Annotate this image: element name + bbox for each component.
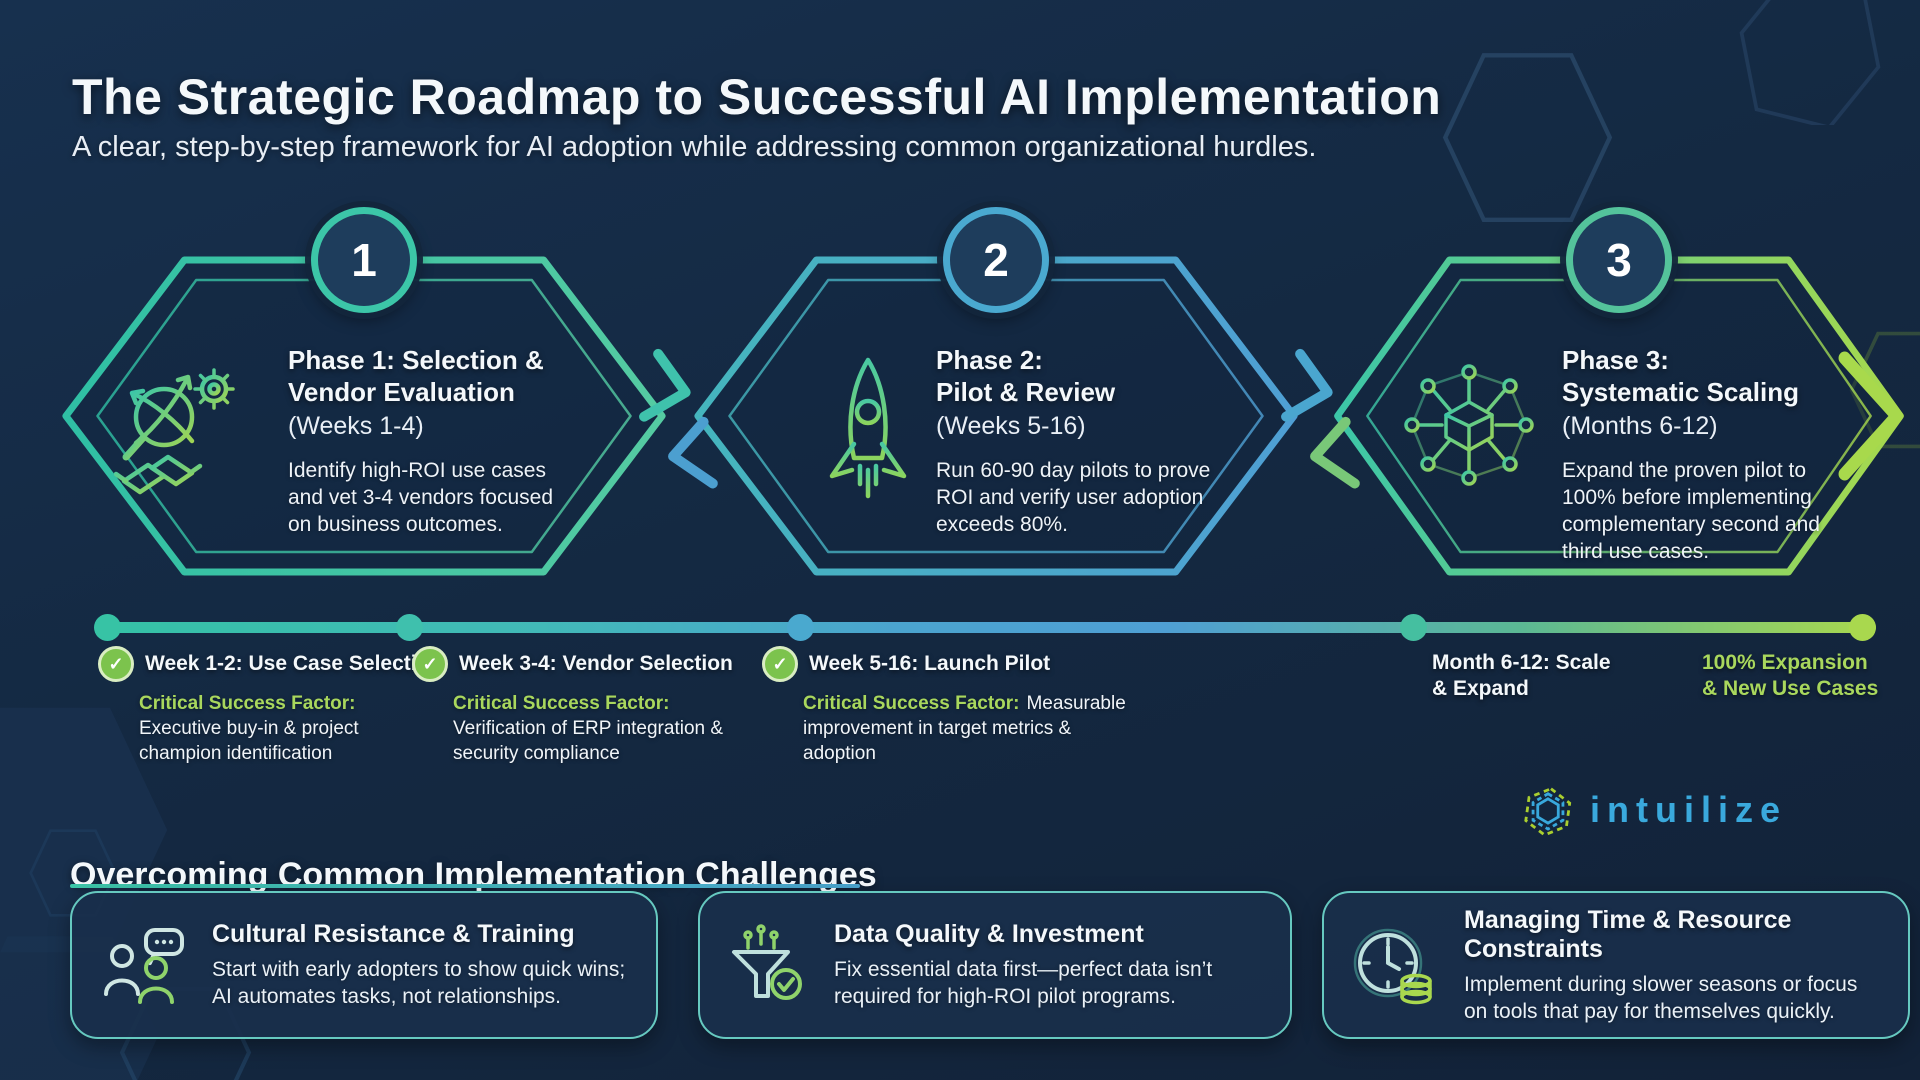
phase-number: 2: [983, 234, 1009, 286]
page-title: The Strategic Roadmap to Successful AI I…: [72, 68, 1442, 125]
phase-1-number-badge: 1: [311, 207, 417, 313]
rocket-icon: [829, 357, 907, 499]
timeline-dot: [1400, 614, 1427, 641]
phase-timeframe: (Weeks 5-16): [936, 412, 1086, 440]
phase-title: Phase 3: Systematic Scaling: [1562, 344, 1877, 408]
milestone-100-expansion: 100% Expansion & New Use Cases: [1702, 650, 1887, 702]
phase-3-text: Phase 3: Systematic Scaling (Months 6-12…: [1562, 344, 1877, 565]
hexagon-decoration: [1739, 0, 1881, 125]
phase-2-number-badge: 2: [943, 207, 1049, 313]
phase-title-line: Phase 1: Selection &: [288, 345, 544, 375]
milestone-label: Week 5-16: Launch Pilot: [809, 652, 1051, 675]
csf-text: Measurable improvement in target metrics…: [803, 693, 1126, 764]
phase-3-hexagon-outline: [1334, 256, 1904, 576]
check-icon: ✓: [412, 646, 448, 682]
check-icon: ✓: [762, 646, 798, 682]
clock-coins-icon: [1353, 928, 1432, 1005]
timeline-dot: [94, 614, 121, 641]
phase-title-line: Pilot & Review: [936, 377, 1116, 407]
people-conversation-icon: [104, 928, 184, 1004]
card-text: Managing Time & Resource Constraints Imp…: [1464, 906, 1880, 1025]
phase-number: 1: [351, 234, 377, 286]
cycle-arrows-icon: [639, 348, 718, 489]
timeline-dot: [1849, 614, 1876, 641]
card-title: Cultural Resistance & Training: [212, 920, 575, 948]
page-subtitle: A clear, step-by-step framework for AI a…: [72, 131, 1317, 163]
milestone-week-5-16: ✓ Week 5-16: Launch Pilot Critical Succe…: [762, 646, 1133, 766]
card-title: Managing Time & Resource Constraints: [1464, 905, 1792, 963]
csf-text: Executive buy-in & project champion iden…: [139, 718, 359, 764]
challenge-card-time-resources: Managing Time & Resource Constraints Imp…: [1322, 891, 1910, 1039]
phase-1-hexagon-outline: [62, 256, 666, 576]
csf-text: Verification of ERP integration & securi…: [453, 718, 724, 764]
milestone-month-6-12: Month 6-12: Scale & Expand: [1432, 650, 1627, 702]
card-description: Fix essential data first—perfect data is…: [834, 958, 1213, 1008]
cycle-arrows-icon: [1281, 348, 1360, 489]
challenges-heading: Overcoming Common Implementation Challen…: [70, 856, 877, 895]
magnifier-gear-handshake-icon: [114, 368, 235, 495]
card-text: Data Quality & Investment Fix essential …: [834, 920, 1262, 1010]
hexagon-network-logo-icon: [1524, 787, 1572, 837]
phase-title-line: Systematic Scaling: [1562, 377, 1799, 407]
phase-title-line: Vendor Evaluation: [288, 377, 515, 407]
phase-title: Phase 1: Selection & Vendor Evaluation: [288, 344, 618, 408]
card-title: Data Quality & Investment: [834, 920, 1144, 948]
card-text: Cultural Resistance & Training Start wit…: [212, 920, 628, 1010]
timeline-dot: [787, 614, 814, 641]
phase-title-line: Phase 3:: [1562, 345, 1669, 375]
critical-success-factor: Critical Success Factor:Measurable impro…: [803, 691, 1133, 766]
csf-label: Critical Success Factor:: [139, 693, 356, 714]
csf-label: Critical Success Factor:: [453, 693, 670, 714]
milestone-label: 100% Expansion & New Use Cases: [1702, 651, 1879, 700]
critical-success-factor: Critical Success Factor: Executive buy-i…: [139, 691, 429, 766]
critical-success-factor: Critical Success Factor: Verification of…: [453, 691, 743, 766]
check-icon: ✓: [98, 646, 134, 682]
arrowhead-icon: [1838, 351, 1903, 481]
phase-3-block: 3 Phase 3: Systematic Scaling (Months 6-…: [1330, 196, 1908, 591]
phase-3-number-badge: 3: [1566, 207, 1672, 313]
phase-description: Identify high-ROI use cases and vet 3-4 …: [288, 459, 554, 536]
intuilize-logo: intuilize: [1520, 782, 1787, 838]
phase-description: Expand the proven pilot to 100% before i…: [1562, 459, 1820, 563]
timeline-line: [96, 622, 1876, 633]
phase-description: Run 60-90 day pilots to prove ROI and ve…: [936, 459, 1211, 536]
challenge-card-cultural-resistance: Cultural Resistance & Training Start wit…: [70, 891, 658, 1039]
milestone-week-1-2: ✓ Week 1-2: Use Case Selection Critical …: [98, 646, 442, 766]
phase-title-line: Phase 2:: [936, 345, 1043, 375]
milestone-week-3-4: ✓ Week 3-4: Vendor Selection Critical Su…: [412, 646, 743, 766]
milestone-label: Week 3-4: Vendor Selection: [459, 652, 733, 675]
phase-timeframe: (Weeks 1-4): [288, 412, 424, 440]
phase-number: 3: [1606, 234, 1632, 286]
phase-1-text: Phase 1: Selection & Vendor Evaluation (…: [288, 344, 618, 538]
heading-underline: [70, 884, 860, 888]
card-description: Start with early adopters to show quick …: [212, 958, 626, 1008]
challenge-card-data-quality: Data Quality & Investment Fix essential …: [698, 891, 1292, 1039]
phase-1-block: 1 Phase 1: Selection & Vendor Evaluat: [58, 196, 670, 591]
phase-2-text: Phase 2: Pilot & Review (Weeks 5-16) Run…: [936, 344, 1266, 538]
csf-label: Critical Success Factor:: [803, 693, 1020, 714]
card-description: Implement during slower seasons or focus…: [1464, 972, 1858, 1023]
timeline-dot: [396, 614, 423, 641]
network-scaling-icon: [1404, 364, 1534, 486]
phase-timeframe: (Months 6-12): [1562, 412, 1718, 440]
milestone-label: Month 6-12: Scale & Expand: [1432, 651, 1611, 700]
logo-text: intuilize: [1590, 789, 1787, 830]
phase-title: Phase 2: Pilot & Review: [936, 344, 1266, 408]
phase-2-block: 2 Phase 2: Pilot & Review (Weeks 5-16) R…: [690, 196, 1302, 591]
milestone-label: Week 1-2: Use Case Selection: [145, 652, 443, 675]
funnel-check-icon: [732, 924, 802, 1000]
